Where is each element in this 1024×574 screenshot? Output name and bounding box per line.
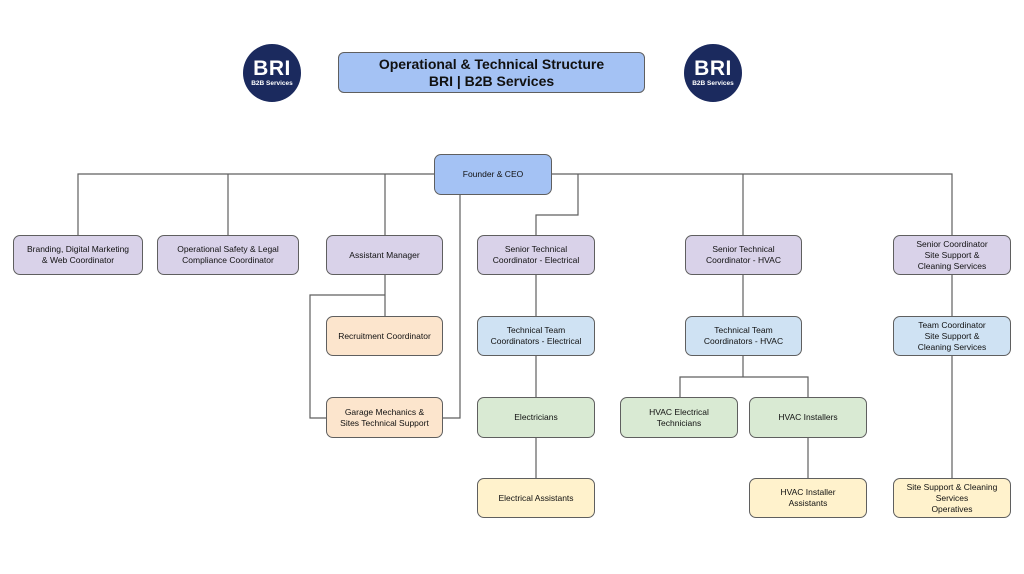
title-line-2: BRI | B2B Services (428, 72, 555, 89)
node-electrical-assistants: Electrical Assistants (477, 478, 595, 518)
bri-logo-right: BRI B2B Services (684, 44, 742, 102)
node-senior-technical-hvac: Senior Technical Coordinator - HVAC (685, 235, 802, 275)
node-assistant-manager: Assistant Manager (326, 235, 443, 275)
node-hvac-electrical-technicians: HVAC Electrical Technicians (620, 397, 738, 438)
node-founder-ceo: Founder & CEO (434, 154, 552, 195)
node-electricians: Electricians (477, 397, 595, 438)
node-branding-coordinator: Branding, Digital Marketing & Web Coordi… (13, 235, 143, 275)
node-safety-compliance-coordinator: Operational Safety & Legal Compliance Co… (157, 235, 299, 275)
bri-logo-left: BRI B2B Services (243, 44, 301, 102)
node-site-support-operatives: Site Support & Cleaning Services Operati… (893, 478, 1011, 518)
connector-ceo-garage (443, 195, 461, 419)
logo-mark: BRI (253, 56, 291, 80)
logo-mark: BRI (694, 56, 732, 80)
connector-senior-electrical (535, 174, 579, 235)
logo-tagline: B2B Services (251, 79, 293, 87)
title-line-1: Operational & Technical Structure (378, 55, 605, 72)
node-hvac-installer-assistants: HVAC Installer Assistants (749, 478, 867, 518)
node-hvac-installers: HVAC Installers (749, 397, 867, 438)
logo-tagline: B2B Services (692, 79, 734, 87)
node-senior-site-support: Senior Coordinator Site Support & Cleani… (893, 235, 1011, 275)
node-recruitment-coordinator: Recruitment Coordinator (326, 316, 443, 356)
node-garage-mechanics: Garage Mechanics & Sites Technical Suppo… (326, 397, 443, 438)
connector-hvac-split (679, 376, 809, 397)
chart-title: Operational & Technical Structure BRI | … (338, 52, 645, 93)
node-team-coordinators-electrical: Technical Team Coordinators - Electrical (477, 316, 595, 356)
node-team-coordinators-hvac: Technical Team Coordinators - HVAC (685, 316, 802, 356)
node-senior-technical-electrical: Senior Technical Coordinator - Electrica… (477, 235, 595, 275)
node-team-coordinator-site-support: Team Coordinator Site Support & Cleaning… (893, 316, 1011, 356)
connector-am-garage (309, 294, 385, 419)
